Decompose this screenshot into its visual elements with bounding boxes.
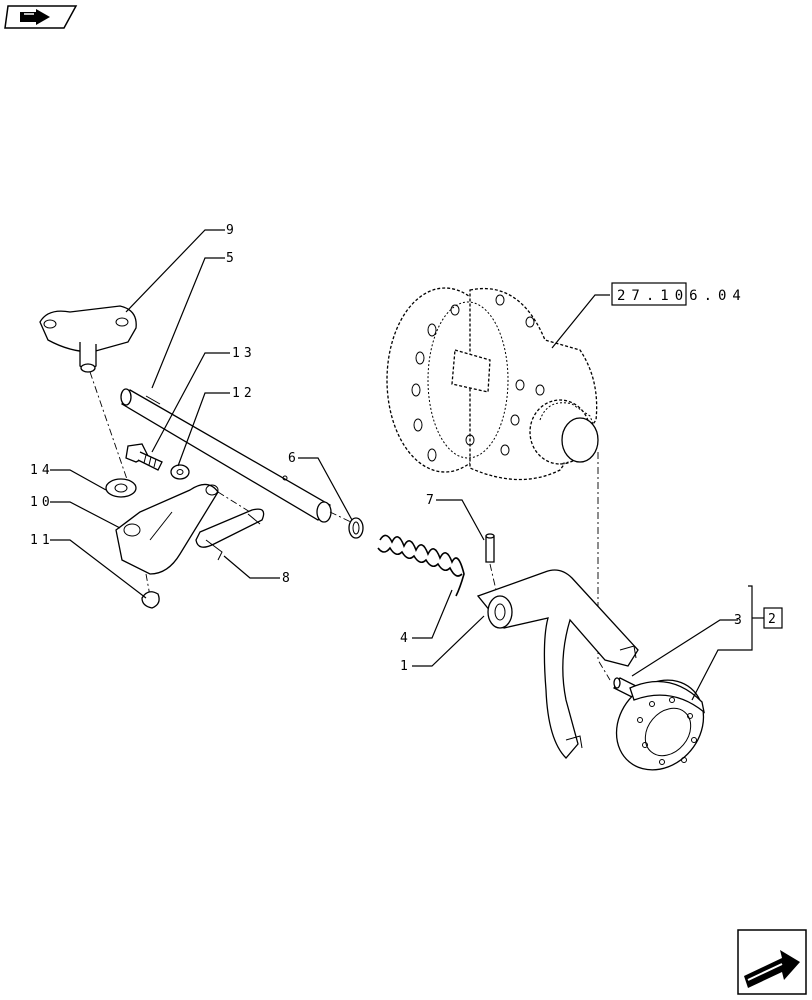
- callout-3[interactable]: 3: [734, 613, 746, 628]
- washer-small: [170, 464, 190, 480]
- callout-4[interactable]: 4: [400, 631, 412, 646]
- callout-5[interactable]: 5: [226, 251, 238, 266]
- callout-8[interactable]: 8: [282, 571, 294, 586]
- callout-7[interactable]: 7: [426, 493, 438, 508]
- callouts: 9 5 13 12 14 10 11 8 6 7 4 1 3: [30, 223, 746, 674]
- lever-arm: [115, 483, 219, 575]
- shift-fork: [476, 569, 639, 759]
- washer-large: [105, 478, 137, 498]
- callout-13[interactable]: 13: [232, 346, 256, 361]
- book-arrow-icon[interactable]: [4, 5, 78, 29]
- reference-label: 27.106.04: [617, 288, 747, 304]
- retaining-clip: [141, 591, 160, 609]
- group-box[interactable]: 2: [763, 607, 783, 629]
- callout-10[interactable]: 10: [30, 495, 54, 510]
- callout-1[interactable]: 1: [400, 659, 412, 674]
- lever-plate: [39, 305, 137, 373]
- pin: [485, 533, 495, 563]
- bolt: [125, 443, 163, 471]
- shaft: [120, 388, 332, 523]
- sliding-collar: [615, 679, 705, 771]
- snap-ring: [348, 517, 364, 539]
- leader-lines: [50, 229, 764, 701]
- callout-11[interactable]: 11: [30, 533, 54, 548]
- reference-box[interactable]: 27.106.04: [611, 282, 747, 306]
- differential-housing: [386, 287, 599, 481]
- coil-spring: [377, 534, 465, 597]
- group-label: 2: [768, 612, 780, 627]
- callout-14[interactable]: 14: [30, 463, 54, 478]
- callout-6[interactable]: 6: [288, 451, 300, 466]
- next-page-arrow-icon[interactable]: [737, 929, 807, 995]
- callout-9[interactable]: 9: [226, 223, 238, 238]
- callout-12[interactable]: 12: [232, 386, 256, 401]
- spring-clip: [195, 508, 265, 561]
